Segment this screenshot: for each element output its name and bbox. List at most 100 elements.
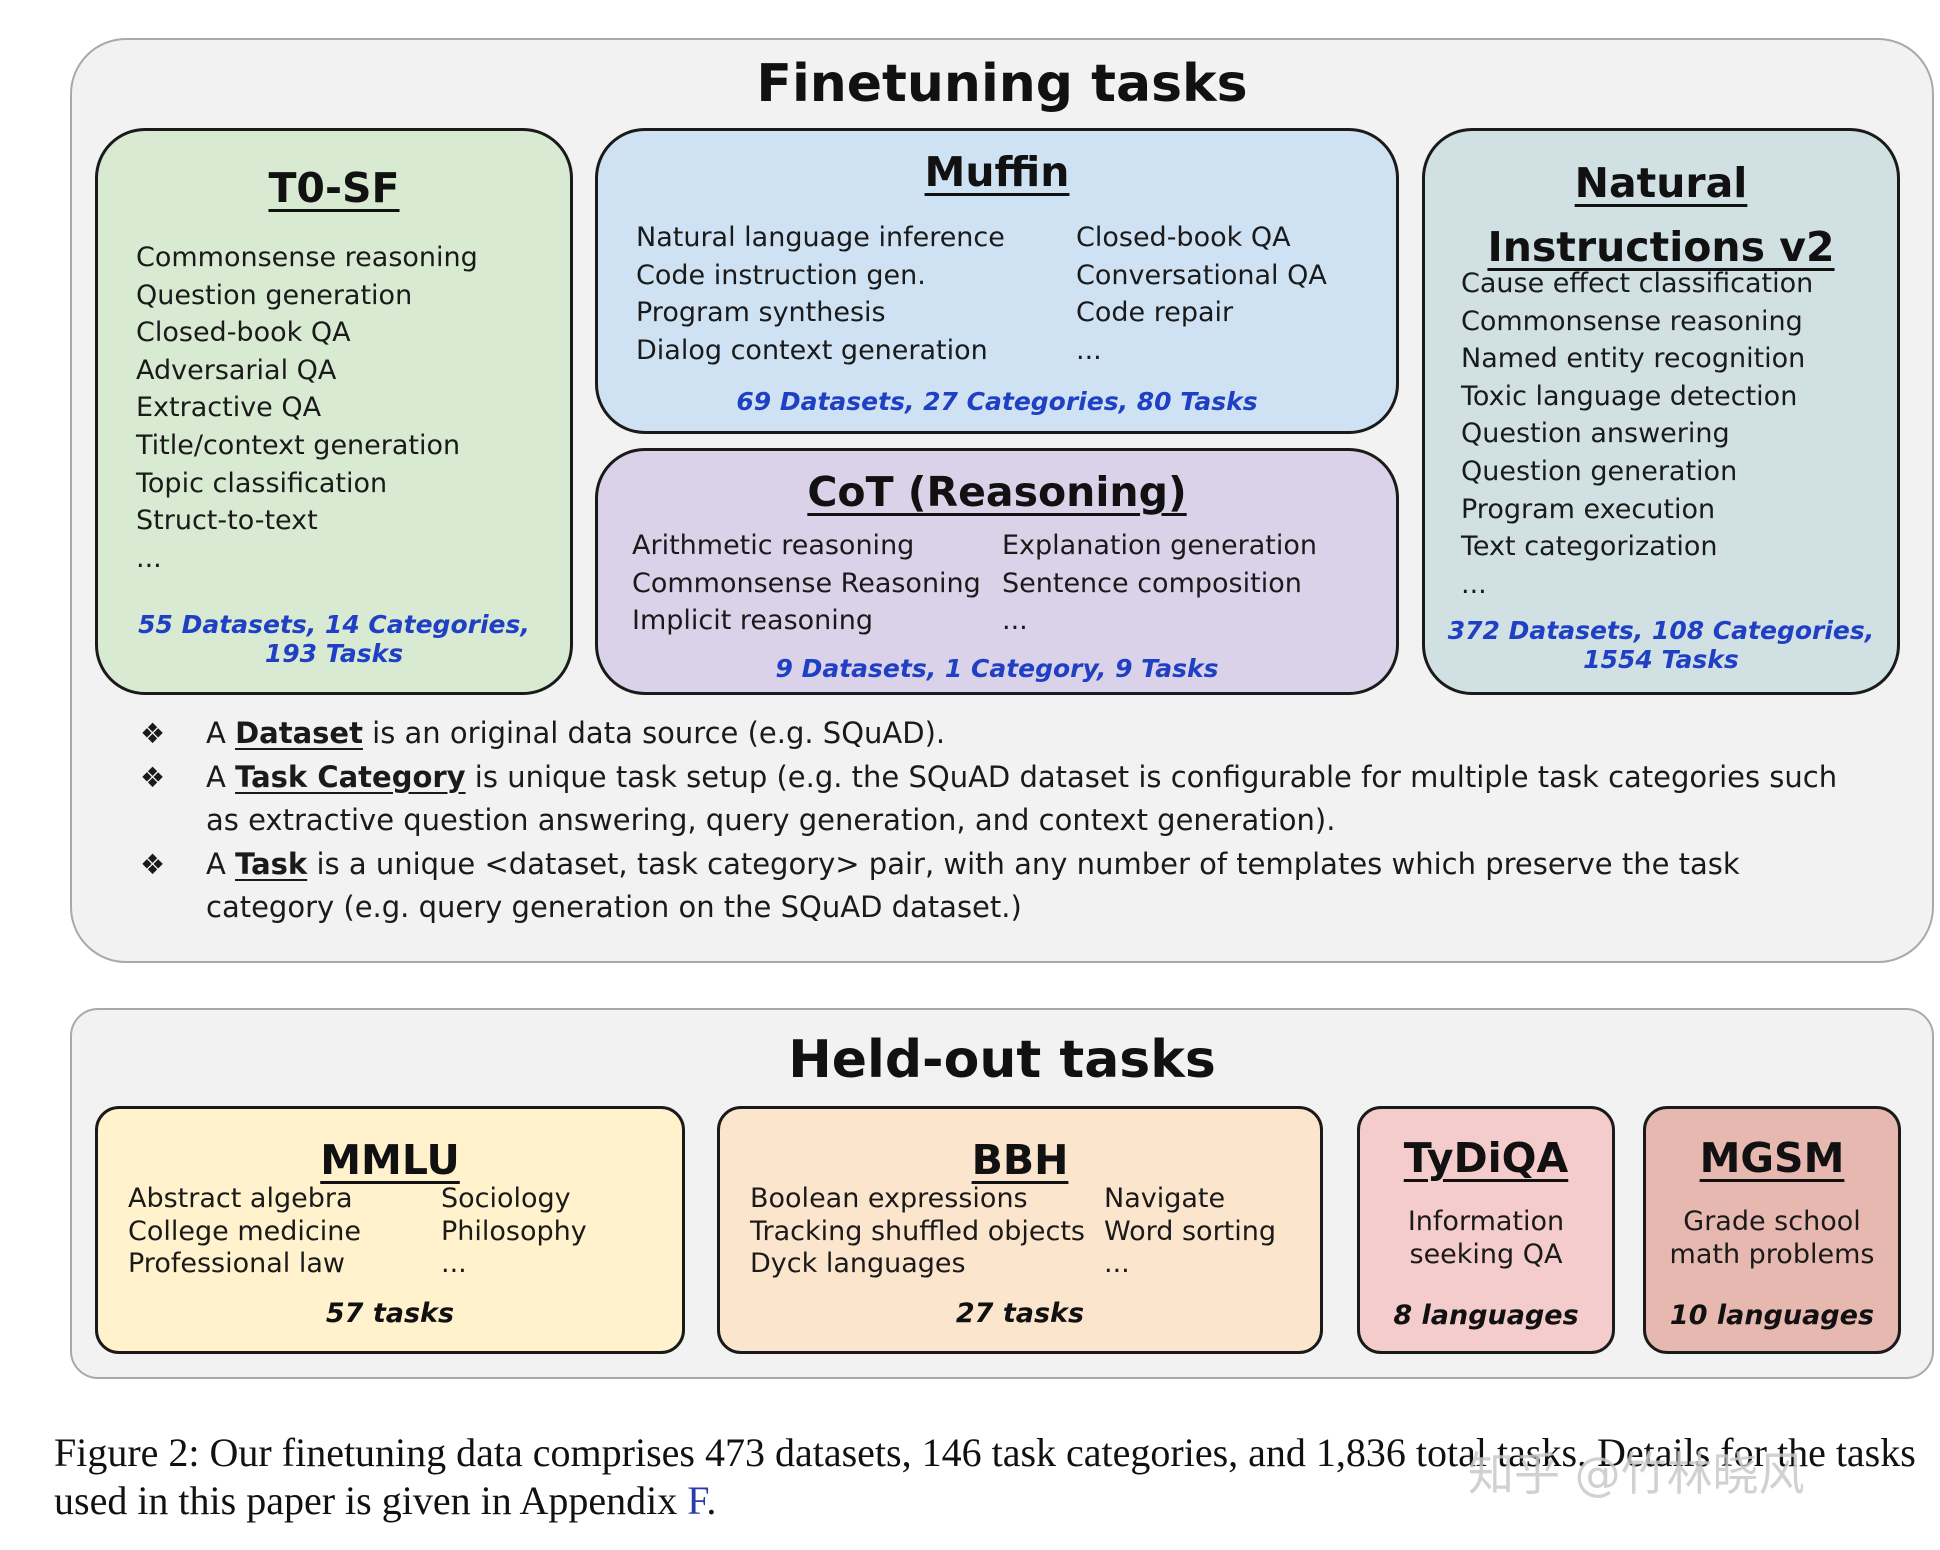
list-item: Text categorization [1461, 531, 1718, 563]
tydiqa-stats: 8 languages [1393, 1300, 1579, 1331]
definition-prefix: A [206, 716, 236, 750]
figure-caption: Figure 2: Our finetuning data comprises … [54, 1429, 1934, 1525]
list-item: Implicit reasoning [632, 605, 874, 637]
bbh-box: BBH Boolean expressions Tracking shuffle… [717, 1106, 1323, 1354]
tydiqa-desc-line2: seeking QA [1409, 1239, 1563, 1270]
muffin-box: Muffin Natural language inference Code i… [595, 128, 1399, 434]
list-item: Code instruction gen. [636, 259, 926, 291]
tydiqa-title: TyDiQA [1403, 1134, 1569, 1182]
muffin-list-col1: Natural language inference Code instruct… [636, 219, 1005, 369]
definition-text: is a unique <dataset, task category> pai… [206, 846, 1740, 925]
bbh-title: BBH [971, 1136, 1069, 1184]
list-item: Commonsense reasoning [1461, 305, 1803, 337]
appendix-link[interactable]: F [687, 1478, 707, 1523]
list-item: Question generation [1461, 455, 1738, 487]
bbh-list-col2: Navigate Word sorting ... [1104, 1183, 1276, 1281]
heldout-title: Held-out tasks [788, 1030, 1216, 1090]
niv2-task-list: Cause effect classification Commonsense … [1461, 265, 1813, 603]
muffin-list-col2: Closed-book QA Conversational QA Code re… [1076, 219, 1327, 369]
definition-term: Task Category [235, 759, 466, 794]
definition-term: Dataset [235, 716, 363, 750]
cot-list-col2: Explanation generation Sentence composit… [1002, 527, 1317, 640]
list-item: Professional law [128, 1248, 345, 1279]
t0sf-box: T0-SF Commonsense reasoning Question gen… [95, 128, 573, 695]
list-item: Extractive QA [136, 392, 322, 424]
list-item: Program synthesis [636, 297, 886, 329]
caption-end: . [706, 1478, 717, 1523]
list-item: Named entity recognition [1461, 343, 1806, 375]
mgsm-stats: 10 languages [1669, 1300, 1875, 1331]
niv2-box: Natural Instructions v2 Cause effect cla… [1422, 128, 1900, 695]
list-item: Code repair [1076, 297, 1234, 329]
list-item: Topic classification [136, 467, 388, 499]
niv2-stats: 372 Datasets, 108 Categories, 1554 Tasks [1425, 616, 1897, 674]
definition-text: is an original data source (e.g. SQuAD). [362, 716, 946, 750]
list-item: Word sorting [1104, 1215, 1277, 1247]
definition-task: ❖ A Task is a unique <dataset, task cate… [132, 843, 1852, 930]
definition-dataset: ❖ A Dataset is an original data source (… [132, 712, 1852, 756]
finetuning-title: Finetuning tasks [756, 54, 1248, 114]
muffin-stats: 69 Datasets, 27 Categories, 80 Tasks [736, 387, 1258, 416]
list-item: ... [1076, 334, 1102, 366]
list-item: College medicine [128, 1215, 361, 1247]
list-item: Title/context generation [136, 429, 461, 461]
watermark: 知乎 @竹林晓风 [1468, 1447, 1805, 1501]
list-item: Explanation generation [1002, 530, 1318, 561]
mmlu-list-col1: Abstract algebra College medicine Profes… [128, 1183, 361, 1281]
diamond-bullet-icon: ❖ [140, 847, 166, 881]
tydiqa-desc-line1: Information [1407, 1206, 1565, 1237]
diamond-bullet-icon: ❖ [140, 760, 166, 794]
niv2-title-line1: Natural [1574, 159, 1748, 207]
diamond-bullet-icon: ❖ [140, 717, 166, 750]
list-item: Closed-book QA [1076, 222, 1291, 253]
list-item: Question generation [136, 279, 413, 311]
caption-text: Figure 2: Our finetuning data comprises … [54, 1430, 1916, 1523]
mgsm-title: MGSM [1699, 1134, 1845, 1182]
definition-prefix: A [206, 846, 236, 881]
list-item: Sentence composition [1002, 567, 1302, 599]
definition-prefix: A [206, 759, 236, 794]
cot-title: CoT (Reasoning) [807, 468, 1187, 516]
list-item: Boolean expressions [750, 1183, 1028, 1214]
bbh-list-col1: Boolean expressions Tracking shuffled ob… [750, 1183, 1085, 1281]
niv2-stats-line2: 1554 Tasks [1583, 645, 1739, 674]
t0sf-stats: 55 Datasets, 14 Categories, 193 Tasks [98, 610, 570, 668]
mgsm-box: MGSM Grade school math problems 10 langu… [1643, 1106, 1901, 1354]
definition-term: Task [235, 846, 308, 881]
list-item: ... [441, 1248, 467, 1279]
mgsm-description: Grade school math problems [1646, 1205, 1898, 1271]
mmlu-stats: 57 tasks [325, 1298, 455, 1329]
niv2-stats-line1: 372 Datasets, 108 Categories, [1447, 616, 1875, 645]
list-item: ... [1104, 1248, 1130, 1279]
t0sf-stats-line2: 193 Tasks [264, 639, 404, 668]
cot-list-col1: Arithmetic reasoning Commonsense Reasoni… [632, 527, 981, 640]
mgsm-desc-line1: Grade school [1683, 1206, 1861, 1237]
mmlu-title: MMLU [320, 1136, 460, 1184]
definitions-list: ❖ A Dataset is an original data source (… [132, 712, 1852, 930]
list-item: Cause effect classification [1461, 268, 1814, 299]
list-item: Adversarial QA [136, 354, 337, 386]
definition-text: is unique task setup (e.g. the SQuAD dat… [206, 759, 1838, 838]
list-item: Conversational QA [1076, 259, 1327, 291]
mmlu-box: MMLU Abstract algebra College medicine P… [95, 1106, 685, 1354]
definition-task-category: ❖ A Task Category is unique task setup (… [132, 756, 1852, 843]
list-item: Closed-book QA [136, 317, 351, 349]
list-item: Struct-to-text [136, 505, 318, 537]
list-item: Navigate [1104, 1183, 1226, 1214]
list-item: Question answering [1461, 418, 1730, 450]
tydiqa-description: Information seeking QA [1360, 1205, 1612, 1271]
list-item: Arithmetic reasoning [632, 530, 915, 561]
list-item: Tracking shuffled objects [750, 1215, 1085, 1247]
list-item: Abstract algebra [128, 1183, 353, 1214]
list-item: Commonsense Reasoning [632, 567, 981, 599]
mmlu-list-col2: Sociology Philosophy ... [441, 1183, 587, 1281]
list-item: Commonsense reasoning [136, 242, 478, 273]
list-item: Dyck languages [750, 1248, 966, 1279]
t0sf-task-list: Commonsense reasoning Question generatio… [136, 239, 478, 577]
bbh-stats: 27 tasks [955, 1298, 1085, 1329]
cot-box: CoT (Reasoning) Arithmetic reasoning Com… [595, 448, 1399, 695]
niv2-title: Natural Instructions v2 [1425, 151, 1897, 279]
list-item: Dialog context generation [636, 334, 988, 366]
list-item: ... [1002, 605, 1028, 637]
list-item: Philosophy [441, 1215, 587, 1247]
